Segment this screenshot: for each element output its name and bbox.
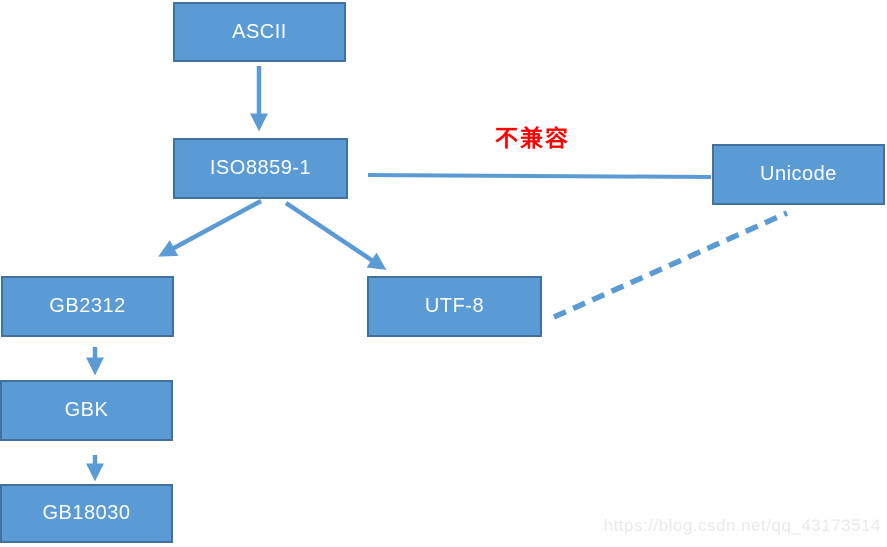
node-gbk: GBK xyxy=(0,380,173,441)
node-ascii: ASCII xyxy=(173,2,346,62)
edge-iso8859-1-to-unicode xyxy=(367,173,712,179)
incompatible-label: 不兼容 xyxy=(495,125,570,151)
node-iso8859-1: ISO8859-1 xyxy=(173,138,348,199)
edge-iso8859-1-to-utf-8 xyxy=(284,201,387,270)
node-gb2312: GB2312 xyxy=(1,276,174,337)
node-unicode: Unicode xyxy=(712,144,885,205)
edge-utf-8-to-unicode-dashed xyxy=(552,210,789,320)
watermark-url: https://blog.csdn.net/qq_43173514 xyxy=(603,516,881,535)
edge-iso8859-1-to-gb2312 xyxy=(158,199,263,257)
node-gb18030: GB18030 xyxy=(0,484,173,543)
node-utf-8: UTF-8 xyxy=(367,276,542,337)
